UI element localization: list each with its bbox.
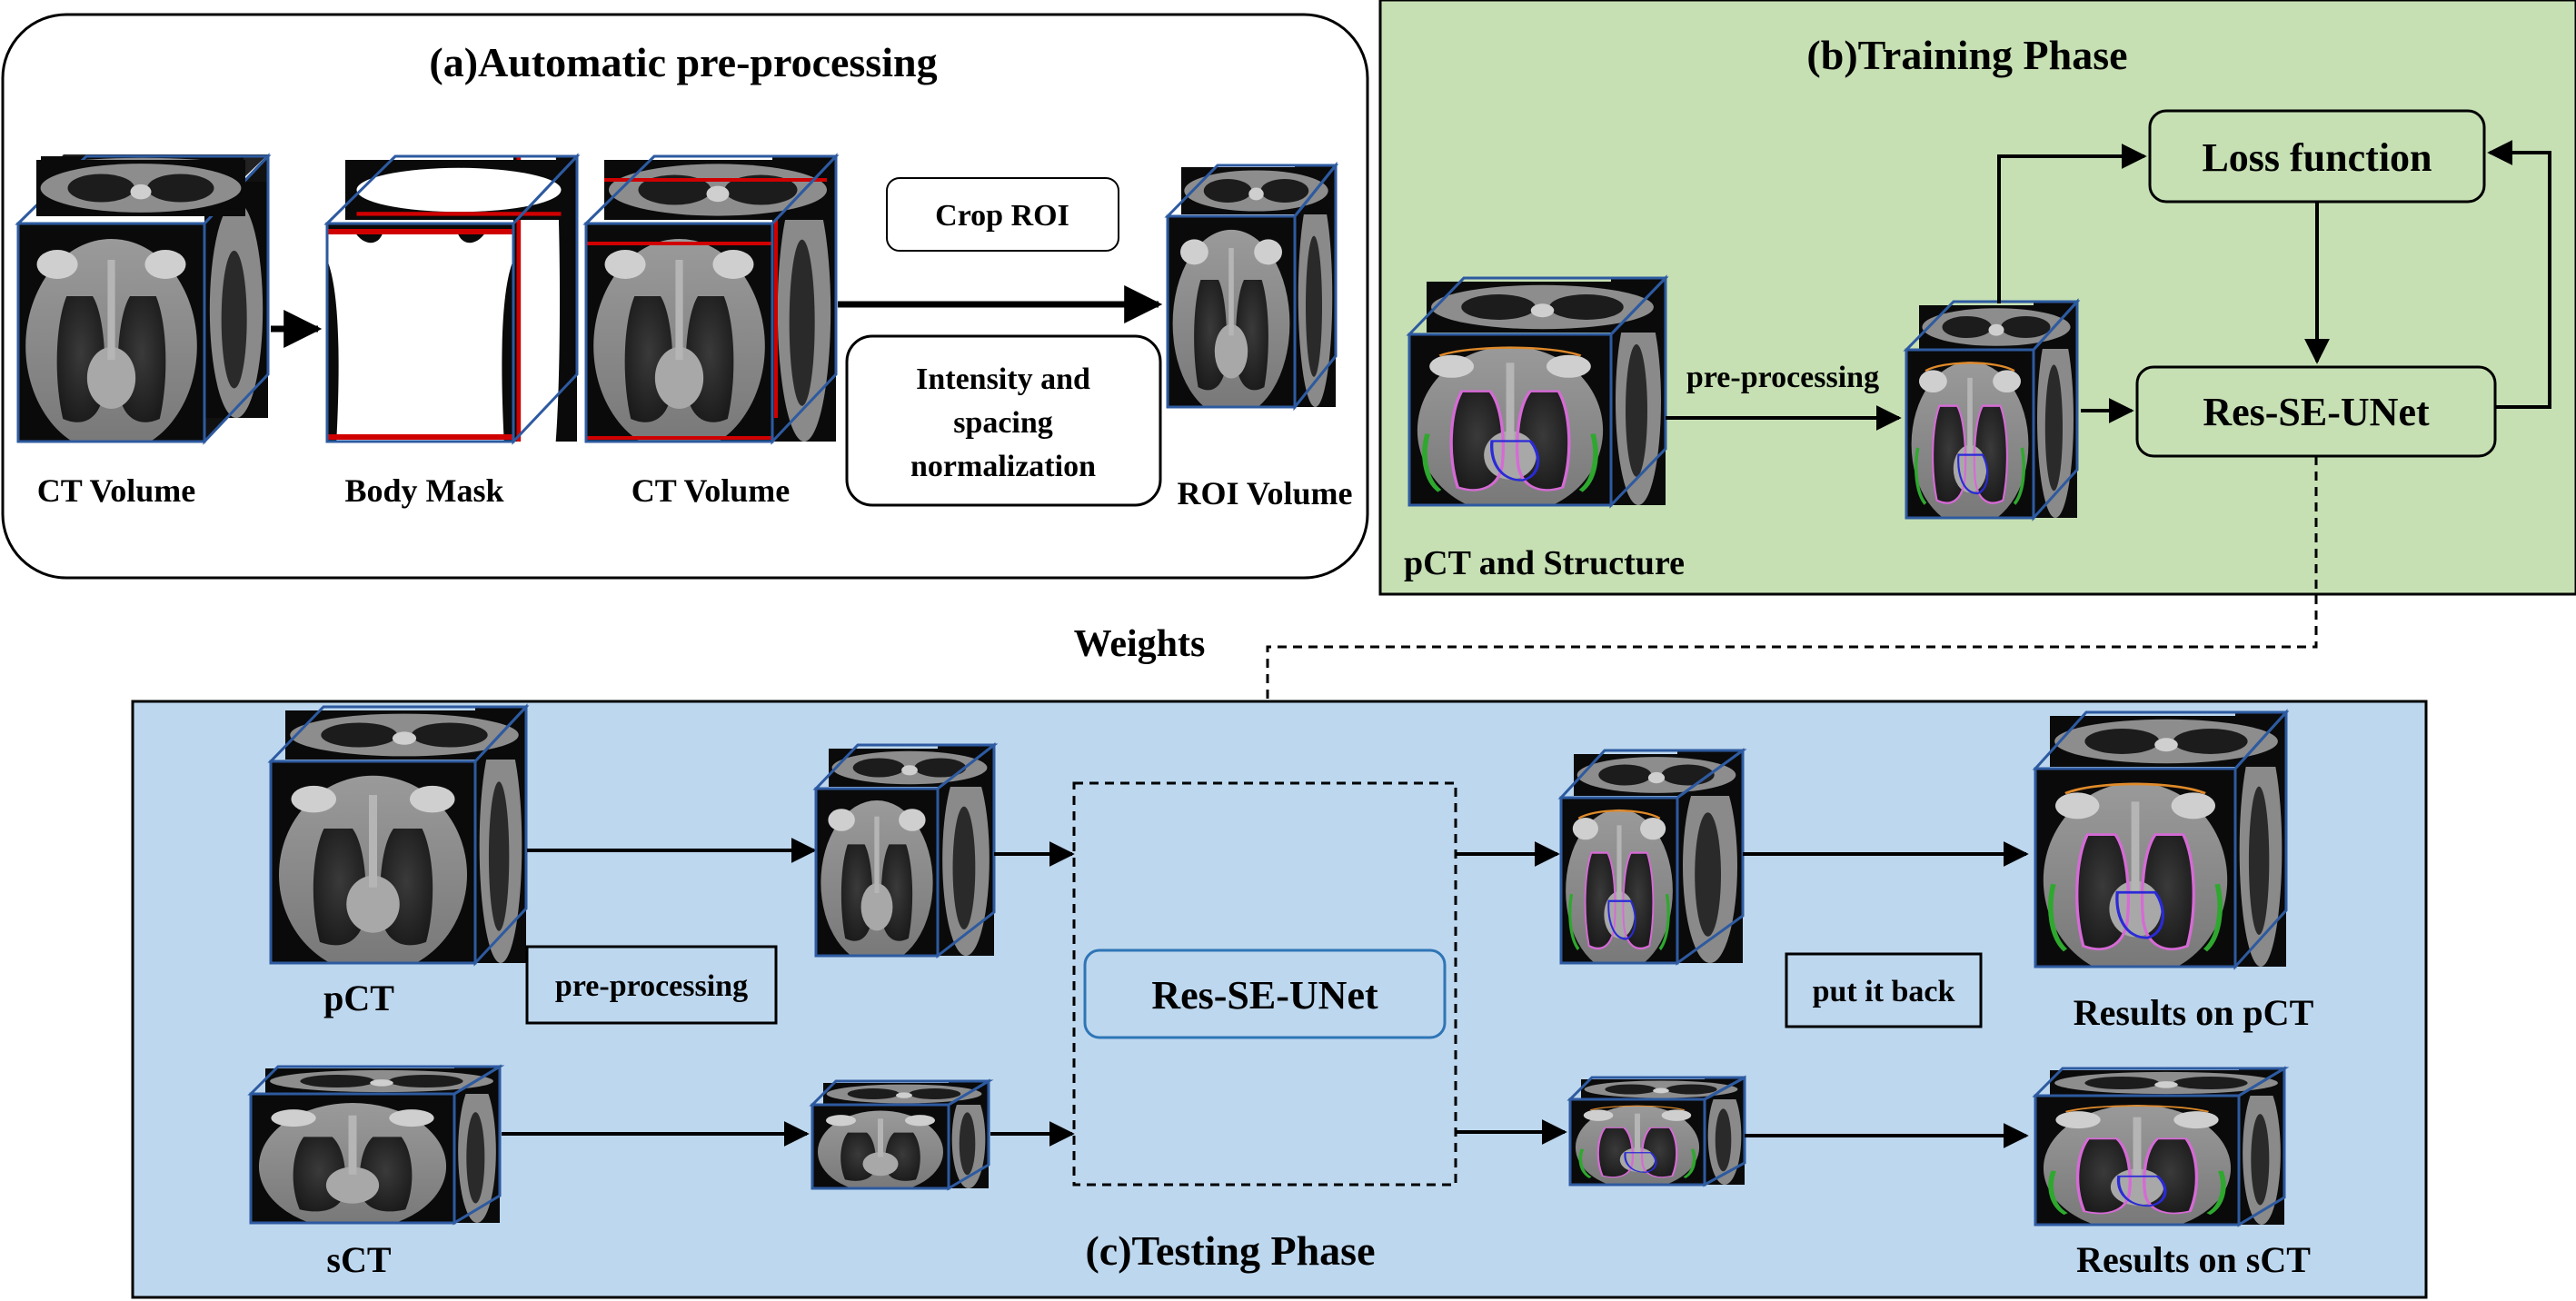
body-mask-cube xyxy=(323,153,581,445)
results-pct-cube xyxy=(2032,709,2290,970)
weights-label: Weights xyxy=(1074,623,1206,665)
preprocessed-pct-cube xyxy=(812,741,999,959)
put-it-back-box xyxy=(1785,952,1983,1028)
arrow-to-loss xyxy=(1997,144,2147,303)
ct-volume-cube-2 xyxy=(582,153,840,445)
res-se-unet-train-label: Res-SE-UNet xyxy=(2203,390,2430,434)
loss-function-label: Loss function xyxy=(2202,135,2432,180)
panel-b: (b)Training Phase pCT and Structure pre-… xyxy=(1378,0,2576,596)
roi-volume-cube xyxy=(1164,161,1339,412)
crop-roi-label: Crop ROI xyxy=(935,199,1069,233)
normalization-line-3: normalization xyxy=(910,450,1096,483)
pct-structure-cube xyxy=(1406,274,1669,509)
preprocessed-sct-cube xyxy=(809,1078,994,1191)
panel-a-title: (a)Automatic pre-processing xyxy=(429,39,937,85)
model-dashed-box xyxy=(1072,781,1457,1187)
sct-label: sCT xyxy=(326,1239,391,1280)
preprocessed-train-cube xyxy=(1903,298,2081,521)
weights-connector xyxy=(1258,456,2318,948)
normalization-line-1: Intensity and xyxy=(916,362,1090,396)
pct-label: pCT xyxy=(323,978,394,1018)
pre-processing-box-c xyxy=(525,945,778,1025)
crop-roi-box xyxy=(886,177,1119,252)
results-pct-label: Results on pCT xyxy=(2074,992,2314,1033)
segmented-pct-cube xyxy=(1557,748,1747,966)
pct-structure-label: pCT and Structure xyxy=(1404,544,1685,582)
body-mask-label: Body Mask xyxy=(344,472,503,509)
panel-a: (a)Automatic pre-processing xyxy=(1,13,1369,580)
res-se-unet-test-box xyxy=(1083,948,1447,1039)
ct-volume-label-2: CT Volume xyxy=(632,472,790,509)
pct-cube xyxy=(267,703,530,967)
normalization-box xyxy=(845,334,1162,507)
ct-volume-cube-1 xyxy=(15,153,272,445)
pre-processing-label-c: pre-processing xyxy=(555,969,748,1003)
roi-volume-label: ROI Volume xyxy=(1177,475,1352,511)
pre-processing-label-b: pre-processing xyxy=(1686,361,1879,394)
results-sct-cube xyxy=(2032,1066,2290,1227)
put-it-back-label: put it back xyxy=(1813,975,1955,1008)
panel-b-title: (b)Training Phase xyxy=(1806,32,2127,78)
arrow-unet-to-loss xyxy=(2487,140,2551,409)
res-se-unet-test-label: Res-SE-UNet xyxy=(1151,973,1378,1018)
results-sct-label: Results on sCT xyxy=(2076,1239,2311,1280)
panel-c-title: (c)Testing Phase xyxy=(1085,1227,1375,1274)
sct-cube xyxy=(247,1064,505,1226)
panel-c: (c)Testing Phase pCT sCT pre-processing xyxy=(131,700,2428,1299)
ct-volume-label-1: CT Volume xyxy=(37,472,195,509)
segmented-sct-cube xyxy=(1566,1075,1746,1187)
normalization-line-2: spacing xyxy=(953,406,1053,440)
